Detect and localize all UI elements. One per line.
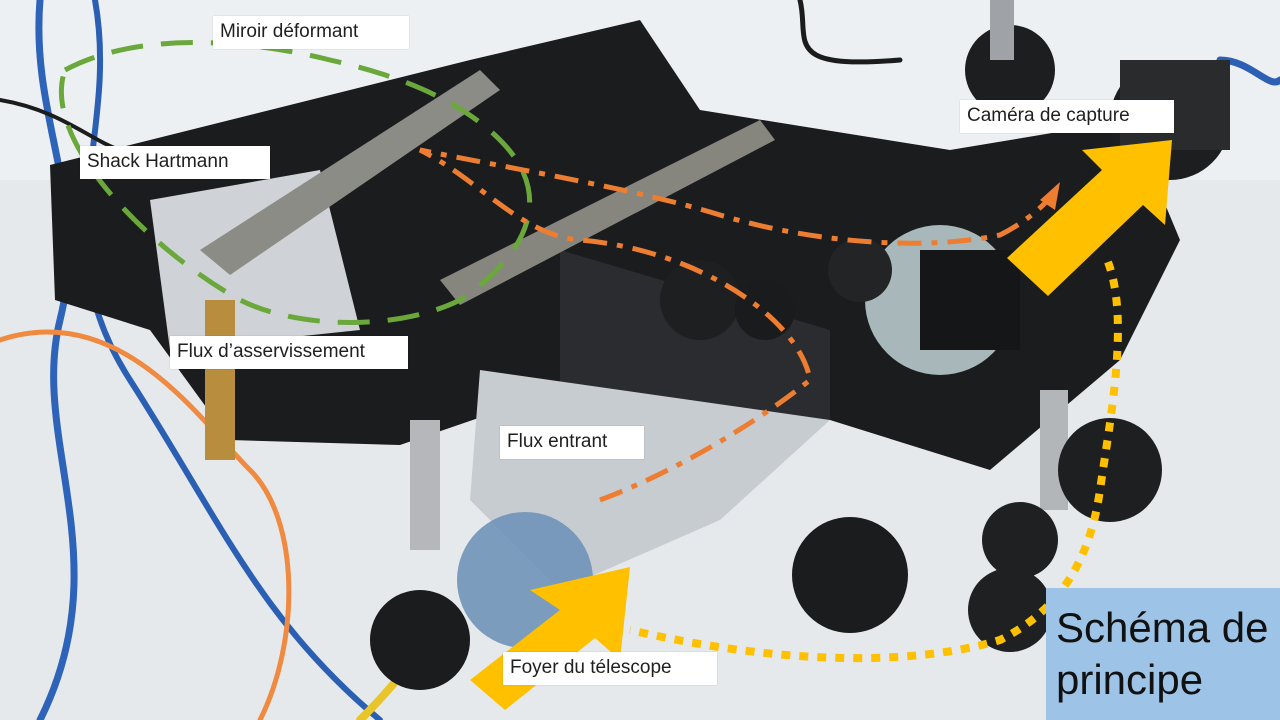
label-shack-hartmann: Shack Hartmann [80, 146, 270, 179]
green-dashed-path [58, 40, 533, 325]
schema-title: Schéma de principe [1056, 602, 1274, 706]
camera-output-arrow-icon [1007, 140, 1172, 296]
label-flux-asservissement: Flux d’asservissement [170, 336, 408, 369]
label-foyer-telescope: Foyer du télescope [503, 652, 717, 685]
schema-title-line-1: Schéma de [1056, 604, 1269, 651]
label-flux-entrant: Flux entrant [500, 426, 644, 459]
schema-title-line-2: principe [1056, 656, 1204, 703]
label-camera-capture: Caméra de capture [960, 100, 1174, 133]
label-miroir-deformant: Miroir déformant [213, 16, 409, 49]
schema-de-principe-box: Schéma de principe [1046, 588, 1280, 720]
